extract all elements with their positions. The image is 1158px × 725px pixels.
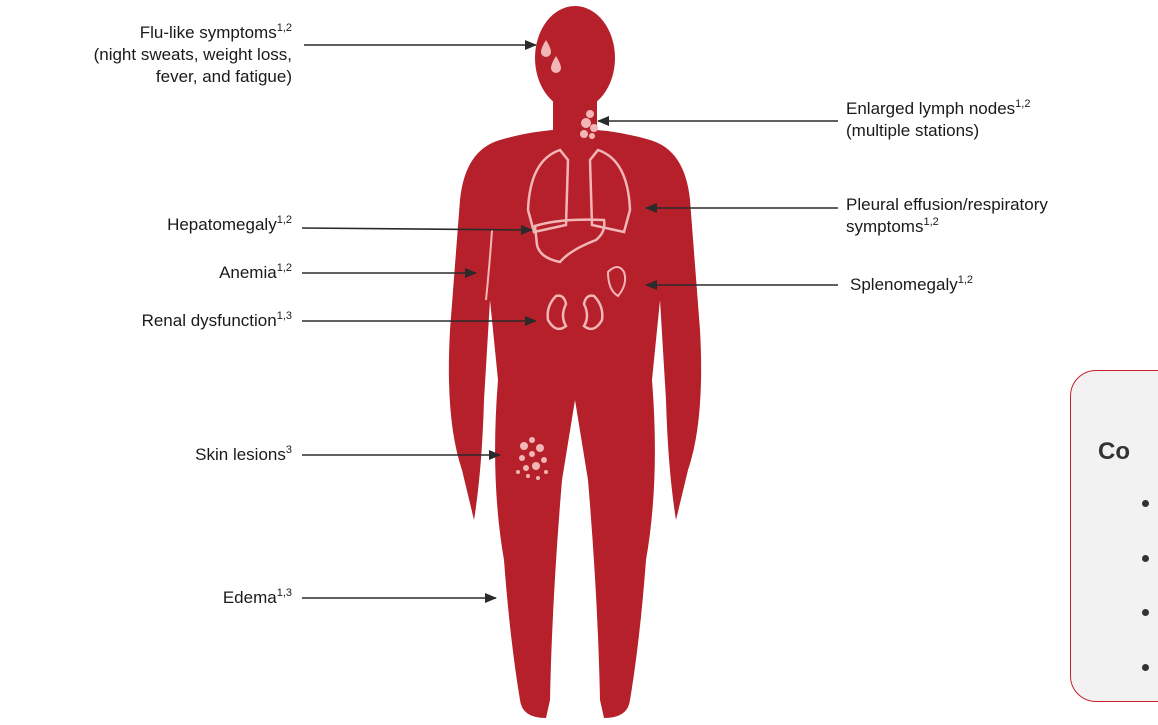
label-hepatomegaly: Hepatomegaly1,2	[167, 214, 292, 236]
label-pleural-effusion: Pleural effusion/respiratory symptoms1,2	[846, 194, 1048, 238]
callout-bullet	[1142, 555, 1149, 562]
callout-bullet	[1142, 500, 1149, 507]
label-renal-dysfunction: Renal dysfunction1,3	[142, 310, 292, 332]
body-silhouette	[449, 6, 701, 718]
callout-bullet	[1142, 664, 1149, 671]
label-skin-lesions: Skin lesions3	[195, 444, 292, 466]
callout-title: Co	[1098, 438, 1130, 466]
label-flu-like-symptoms: Flu-like symptoms1,2 (night sweats, weig…	[94, 22, 292, 88]
callout-bullet	[1142, 609, 1149, 616]
label-edema: Edema1,3	[223, 587, 292, 609]
label-enlarged-lymph-nodes: Enlarged lymph nodes1,2 (multiple statio…	[846, 98, 1030, 142]
label-anemia: Anemia1,2	[219, 262, 292, 284]
label-splenomegaly: Splenomegaly1,2	[850, 274, 973, 296]
callout-box	[1070, 370, 1158, 702]
